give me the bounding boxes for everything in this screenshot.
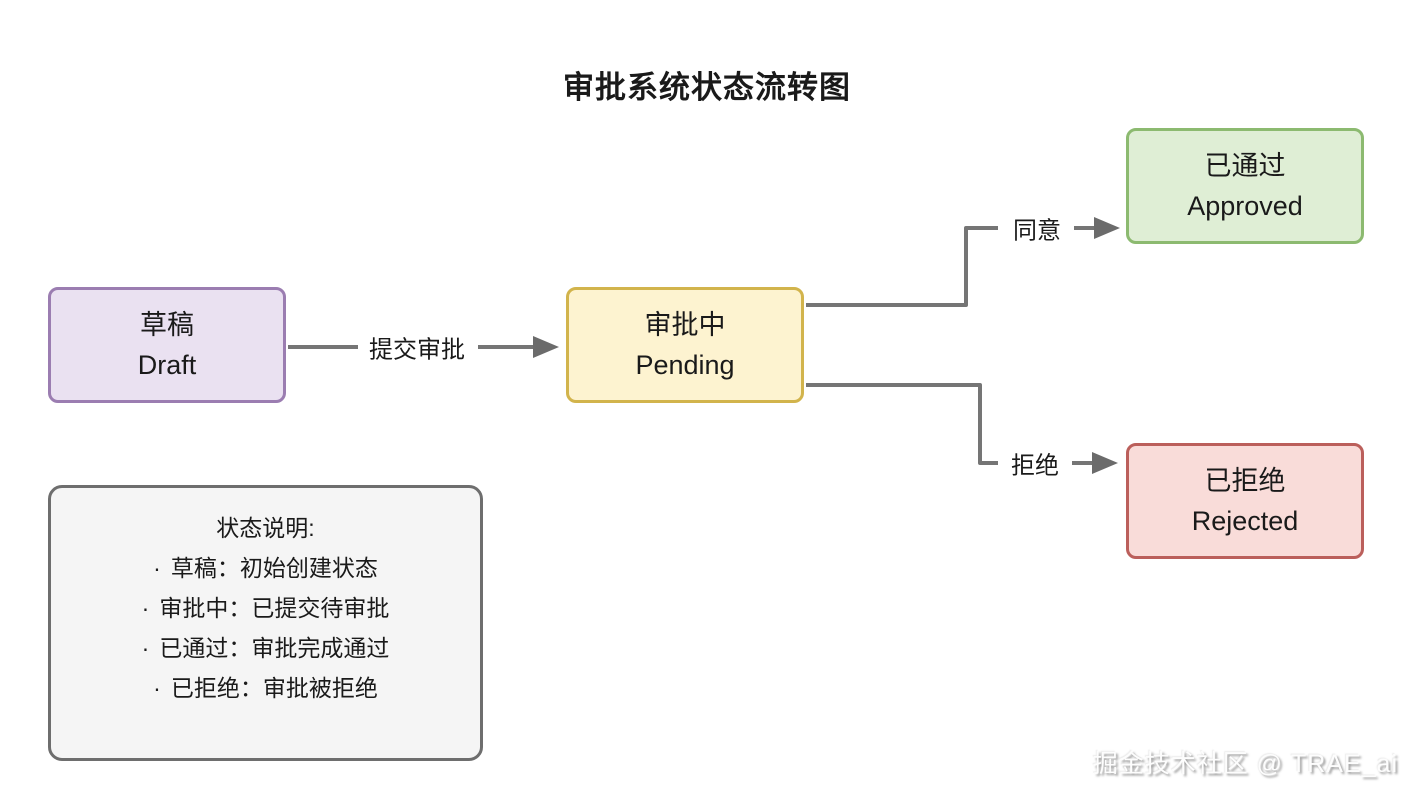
bullet-icon: ·: [141, 635, 150, 661]
edge-pending-rejected-elbow: [806, 383, 998, 465]
edge-label-reject: 拒绝: [1011, 452, 1059, 480]
node-rejected: 已拒绝 Rejected: [1126, 443, 1364, 559]
node-draft: 草稿 Draft: [48, 287, 286, 403]
edge-label-approve: 同意: [1013, 217, 1061, 245]
edge-pending-rejected-arrowhead: [1092, 452, 1118, 474]
legend-item-rejected: · 已拒绝：审批被拒绝: [51, 668, 480, 708]
node-approved-label-zh: 已通过: [1204, 151, 1286, 181]
edge-pending-approved-arrowhead: [1094, 217, 1120, 239]
legend-item-pending: · 审批中：已提交待审批: [51, 588, 480, 628]
bullet-icon: ·: [153, 675, 161, 701]
node-approved-label-en: Approved: [1187, 191, 1303, 221]
legend-item-text: 草稿：初始创建状态: [170, 555, 378, 581]
legend-item-approved: · 已通过：审批完成通过: [51, 628, 480, 668]
watermark: 掘金技术社区 @ TRAE_ai: [1092, 750, 1398, 778]
legend-item-text: 已通过：审批完成通过: [159, 635, 390, 661]
node-pending-label-zh: 审批中: [644, 310, 726, 340]
legend-item-text: 审批中：已提交待审批: [159, 595, 390, 621]
legend-box: 状态说明: · 草稿：初始创建状态 · 审批中：已提交待审批 · 已通过：审批完成通过…: [48, 485, 483, 761]
node-draft-label-zh: 草稿: [140, 310, 194, 340]
edge-draft-pending-arrowhead: [533, 336, 559, 358]
node-rejected-label-en: Rejected: [1191, 506, 1299, 536]
legend-title: 状态说明:: [216, 515, 315, 541]
node-rejected-label-zh: 已拒绝: [1204, 466, 1286, 496]
node-approved: 已通过 Approved: [1126, 128, 1364, 244]
node-pending: 审批中 Pending: [566, 287, 804, 403]
edge-pending-approved-elbow: [806, 226, 998, 307]
bullet-icon: ·: [153, 555, 161, 581]
edge-label-submit: 提交审批: [369, 336, 465, 364]
diagram-title: 审批系统状态流转图: [563, 70, 851, 105]
bullet-icon: ·: [141, 595, 150, 621]
legend-item-text: 已拒绝：审批被拒绝: [170, 675, 378, 701]
node-draft-label-en: Draft: [137, 350, 197, 380]
legend-item-draft: · 草稿：初始创建状态: [51, 548, 480, 588]
node-pending-label-en: Pending: [635, 350, 735, 380]
